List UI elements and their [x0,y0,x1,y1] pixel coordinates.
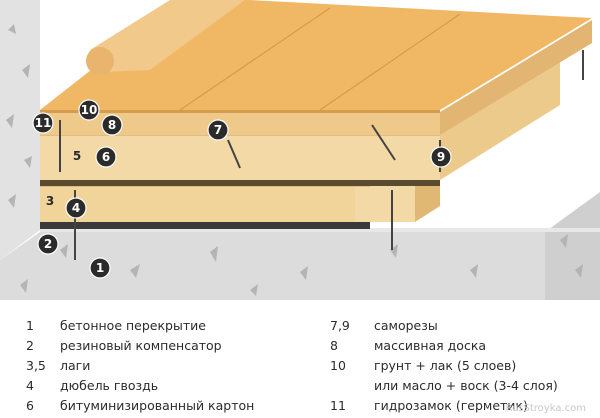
callout-3: 3 [46,194,54,208]
svg-text:9: 9 [437,150,445,164]
baseboard [86,0,245,75]
svg-text:2: 2 [44,237,52,251]
plank-edge [40,20,592,135]
floor-construction-diagram: 1 2 3 4 5 6 7 8 9 10 11 [0,0,600,300]
concrete-slab [0,192,600,300]
callout-2: 2 [37,233,59,255]
legend-item: или масло + воск (3-4 слоя) [374,378,558,393]
svg-text:4: 4 [72,201,80,215]
bitumen-board [40,180,440,186]
svg-text:6: 6 [102,150,110,164]
callout-9: 9 [430,146,452,168]
watermark: RusStroyka.com [505,403,586,414]
callout-10: 10 [78,99,100,121]
svg-text:10: 10 [81,103,98,117]
svg-text:1: 1 [96,261,104,275]
callout-4: 4 [65,197,87,219]
upper-lag [40,60,560,180]
callout-1: 1 [89,257,111,279]
svg-text:8: 8 [108,118,116,132]
callout-5: 5 [73,149,81,163]
svg-text:11: 11 [35,116,52,130]
callout-8: 8 [101,114,123,136]
wall [0,0,40,260]
callout-7: 7 [207,119,229,141]
rubber-compensator [40,222,370,229]
callout-11: 11 [32,112,54,134]
callout-6: 6 [95,146,117,168]
svg-text:7: 7 [214,123,222,137]
